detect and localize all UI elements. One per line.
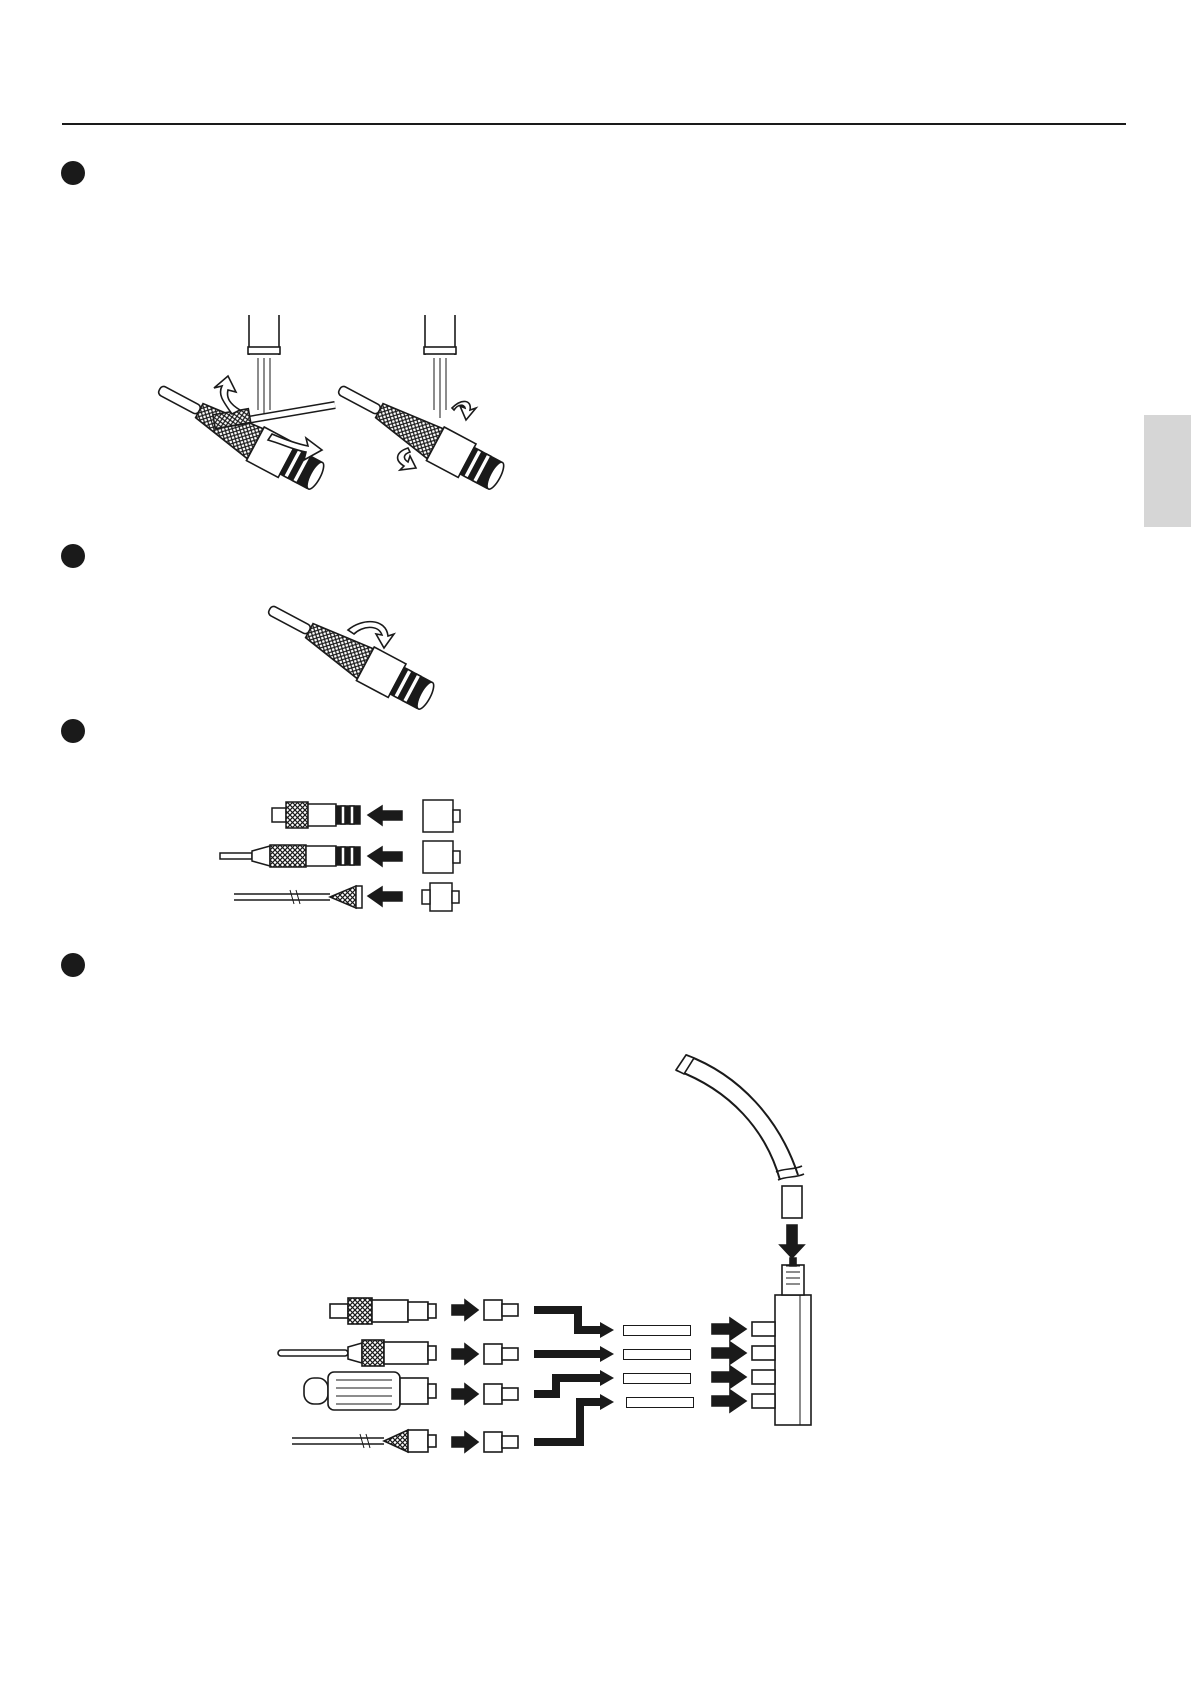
arrow-right-icon <box>452 1432 478 1452</box>
arrow-left-icon <box>368 887 402 906</box>
arrow-right-icon <box>712 1390 746 1412</box>
adapter-icon <box>484 1432 518 1452</box>
motor-icon <box>272 802 360 828</box>
cap-icon <box>422 883 459 911</box>
scaler-icon <box>278 1340 436 1366</box>
adapter-icon <box>484 1300 518 1320</box>
step1-figure-rinsing <box>329 315 508 495</box>
routing-arrows <box>534 1310 600 1442</box>
manifold-ports <box>752 1322 775 1408</box>
arrow-down-icon <box>780 1225 804 1258</box>
arrow-left-icon <box>368 806 402 825</box>
arrow-right-icon <box>452 1300 478 1320</box>
arrow-right-icon <box>712 1318 746 1340</box>
step1-figure-brushing <box>149 315 335 495</box>
cap-icon <box>423 800 460 832</box>
arrow-left-icon <box>368 847 402 866</box>
manifold-icon <box>752 1258 811 1425</box>
water-tap-icon <box>424 315 456 418</box>
routing-arrowheads <box>600 1322 614 1410</box>
syringe-icon <box>234 886 362 908</box>
arrow-right-icon <box>452 1344 478 1364</box>
adapter-label-box <box>626 1397 694 1408</box>
rotate-arrow-icon <box>452 401 476 420</box>
hose-icon <box>676 1055 804 1218</box>
adapter-label-box <box>623 1373 691 1384</box>
step3-figure <box>220 800 460 911</box>
arrow-right-icon <box>712 1342 746 1364</box>
handpiece-icon <box>259 595 438 714</box>
arrow-up-left-icon <box>214 376 240 414</box>
handpiece-icon <box>149 375 328 494</box>
step4-figure <box>278 1055 811 1452</box>
adapter-icon <box>484 1384 518 1404</box>
handpiece-icon <box>329 375 508 494</box>
motor-icon <box>330 1298 436 1324</box>
scaler-icon <box>220 845 360 867</box>
handpiece-head-icon <box>304 1372 436 1410</box>
adapter-label-box <box>623 1325 691 1336</box>
cap-icon <box>423 841 460 873</box>
rotate-arrow-icon <box>398 448 416 470</box>
step2-figure <box>259 595 438 714</box>
syringe-icon <box>292 1430 436 1452</box>
arrow-right-icon <box>712 1366 746 1388</box>
adapter-icon <box>484 1344 518 1364</box>
arrow-right-icon <box>452 1384 478 1404</box>
water-tap-icon <box>248 315 280 415</box>
adapter-label-box <box>623 1349 691 1360</box>
